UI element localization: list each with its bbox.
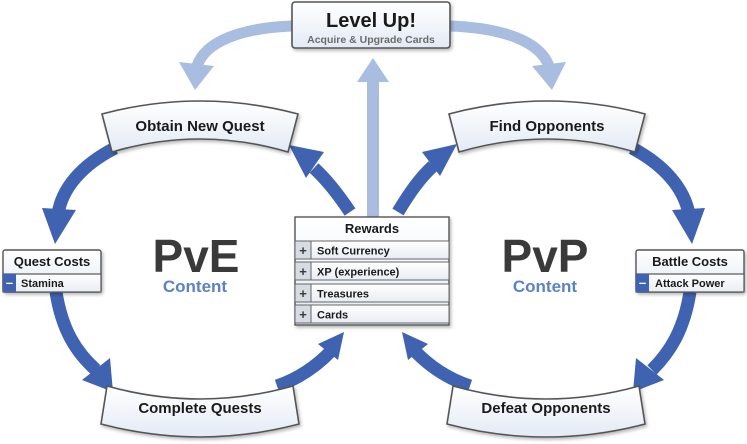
pve-arrowhead-complete [82,358,113,392]
rewards-row: + Treasures [294,283,450,303]
defeat-opponents-banner: Defeat Opponents [446,384,646,438]
pve-arrow-obtain-to-costs [51,142,119,216]
level-up-left-arrowhead [179,62,214,90]
plus-glyph: + [299,307,307,322]
pve-loop-arrows [42,142,356,393]
level-up-center-shaft [367,78,379,218]
quest-costs-title: Quest Costs [14,254,91,269]
find-opponents-banner: Find Opponents [448,100,646,154]
pve-arrow-costs-to-complete [49,290,101,375]
minus-icon [3,274,16,292]
reward-item-treasures: Treasures [317,289,369,301]
pvp-arrow-find-to-costs [628,142,696,216]
quest-costs-box: Quest Costs – Stamina [2,249,102,293]
rewards-row: + XP (experience) [294,261,450,281]
reward-item-soft-currency: Soft Currency [317,246,391,258]
level-up-left-arrow [191,20,293,69]
pve-arrow-rewards-to-obtain [309,163,356,216]
quest-costs-minus-glyph: – [6,275,13,290]
pvp-arrowhead-costs [672,208,705,244]
pvp-arrowhead-find [422,144,457,176]
level-up-title: Level Up! [326,10,416,32]
pve-arrow-complete-to-rewards [274,345,337,393]
pvp-arrow-defeat-to-rewards [409,345,473,393]
pve-arrowhead-obtain [289,145,324,178]
plus-glyph: + [299,264,307,279]
plus-glyph: + [299,286,307,301]
pvp-content-label: Content [513,277,578,296]
complete-quests-banner: Complete Quests [100,384,300,438]
quest-costs-item: Stamina [21,278,65,290]
level-up-arrows [179,20,566,218]
obtain-quest-banner: Obtain New Quest [101,100,299,154]
level-up-subtitle: Acquire & Upgrade Cards [307,34,435,46]
complete-quests-label: Complete Quests [138,400,261,417]
level-up-center-arrowhead [357,58,389,82]
pve-big-label: PvE [153,230,240,282]
pvp-arrow-rewards-to-find [392,161,438,216]
reward-item-xp: XP (experience) [317,267,400,279]
plus-icon [294,283,312,303]
pve-content-label: Content [163,277,228,296]
level-up-right-arrow [449,20,555,69]
battle-costs-title: Battle Costs [652,254,728,269]
level-up-box: Level Up! Acquire & Upgrade Cards [291,1,451,49]
defeat-opponents-label: Defeat Opponents [481,400,610,417]
level-up-right-arrowhead [532,62,566,90]
pve-arrowhead-rewards [318,332,344,360]
plus-icon [294,261,312,281]
battle-costs-item: Attack Power [655,278,725,290]
battle-costs-box: Battle Costs – Attack Power [635,249,745,293]
rewards-title: Rewards [345,221,399,236]
plus-icon [294,240,312,260]
plus-glyph: + [299,243,307,258]
minus-icon [636,274,649,292]
obtain-quest-label: Obtain New Quest [135,118,264,135]
rewards-row: + Cards [294,304,450,324]
pvp-loop-arrows [392,142,705,393]
reward-item-cards: Cards [317,310,348,322]
pvp-arrow-costs-to-defeat [647,290,697,375]
rewards-panel: Rewards + Soft Currency + XP (experience… [294,216,450,326]
pvp-arrowhead-defeat [633,358,664,392]
battle-costs-minus-glyph: – [639,275,646,290]
rewards-row: + Soft Currency [294,240,450,260]
pvp-arrowhead-rewards [402,332,428,360]
plus-icon [294,304,312,324]
find-opponents-label: Find Opponents [490,118,605,135]
pve-arrowhead-costs [42,208,76,244]
pvp-big-label: PvP [502,230,589,282]
